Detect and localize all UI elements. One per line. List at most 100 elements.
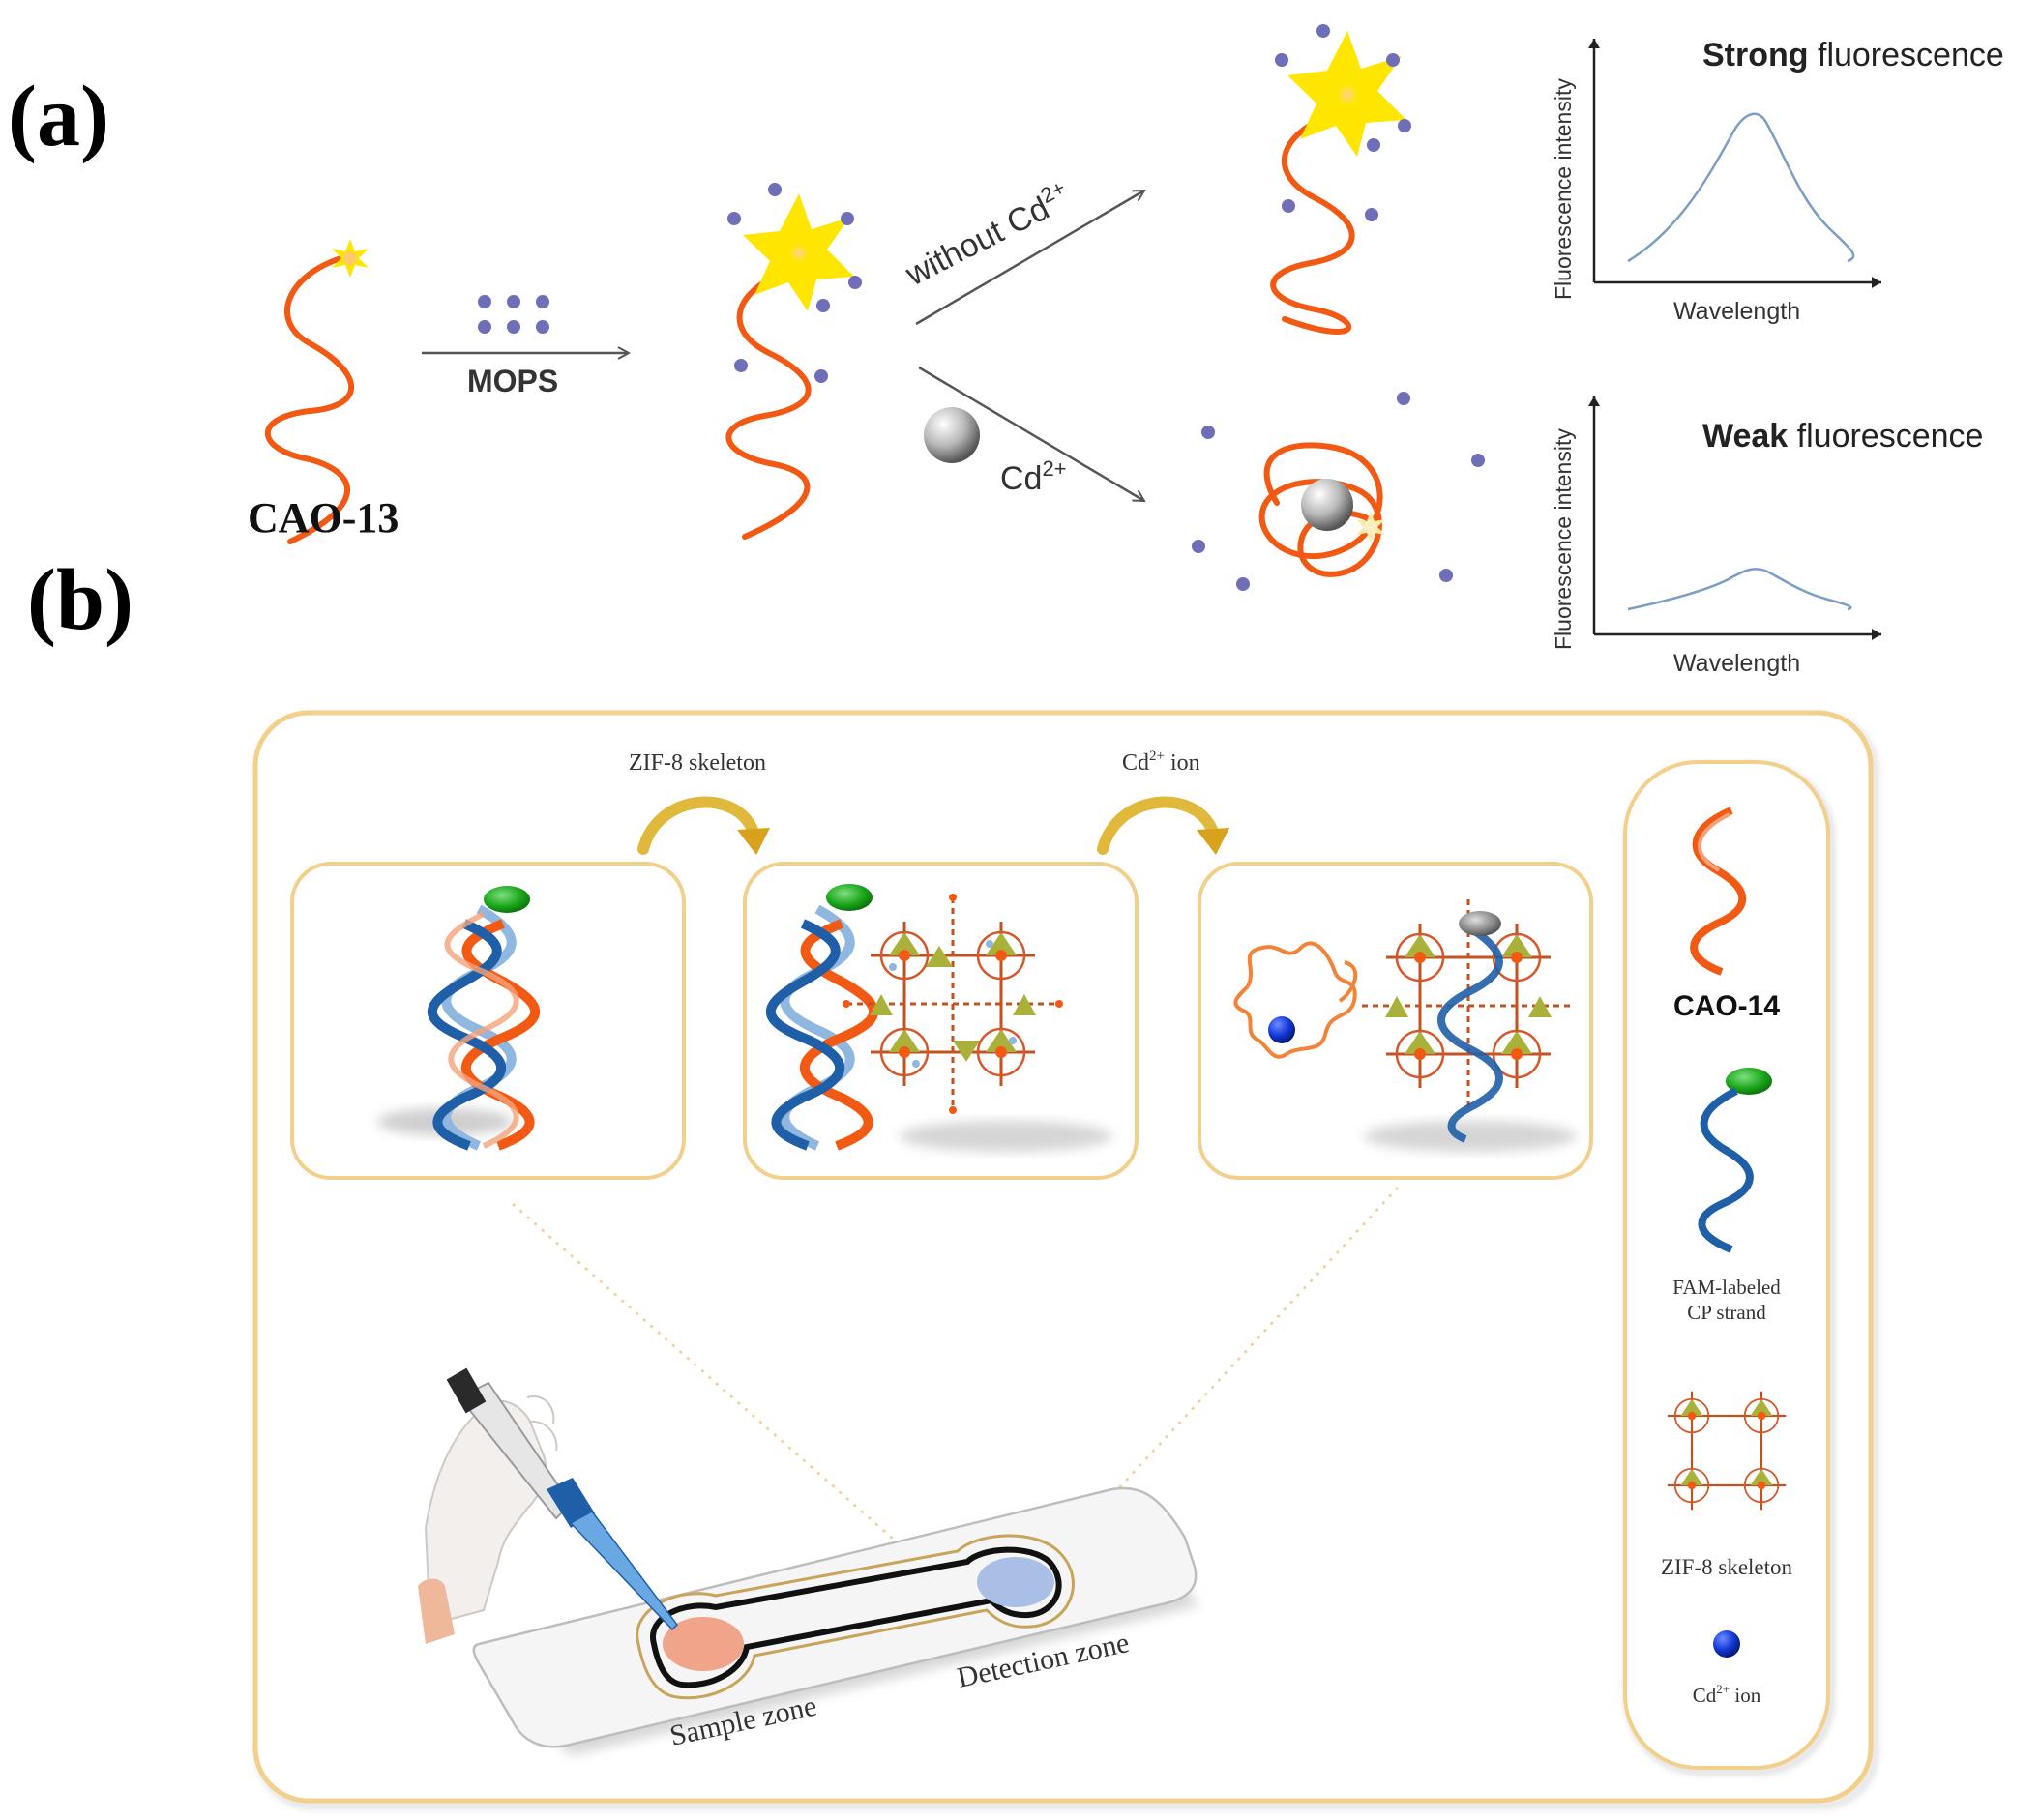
mops-dot <box>478 295 491 308</box>
step2-label: Cd2+ ion <box>1122 749 1200 776</box>
cd-ion-icon <box>1268 1016 1295 1043</box>
strong-result-probe <box>1270 24 1411 335</box>
arrow-up <box>915 189 1144 326</box>
legend-cd-label: Cd2+ ion <box>1693 1682 1761 1707</box>
legend-fam-label-1: FAM-labeled <box>1672 1276 1781 1299</box>
mops-dot <box>1201 426 1215 439</box>
folded-cao14-tail <box>1338 960 1358 1003</box>
mops-dot <box>1398 119 1411 132</box>
pipette-grip <box>547 1478 595 1528</box>
arrow-down <box>918 366 1144 503</box>
box-duplex-zif8 <box>743 862 1139 1180</box>
legend-fam-cp: FAM-labeled CP strand <box>1672 1068 1781 1324</box>
mops-dot <box>1365 208 1378 221</box>
box-duplex <box>290 862 686 1180</box>
mops-dot <box>1397 392 1410 405</box>
x-axis-label: Wavelength <box>1673 650 1800 677</box>
dna-strand-orange-light <box>444 911 519 1149</box>
channel-outer <box>636 1534 1075 1700</box>
sample-zone-well <box>663 1617 744 1671</box>
mops-dot <box>816 299 830 312</box>
panel-b: (b) ZIF-8 skeleton Cd2+ ion <box>27 552 1879 1810</box>
result-strand-strong <box>1270 111 1355 335</box>
box-cd-binding <box>1198 862 1593 1180</box>
zif8-framework-icon <box>843 894 1063 1114</box>
detection-zone-well <box>977 1557 1054 1607</box>
pipette-plunger <box>446 1367 487 1414</box>
strong-emission-curve <box>1627 112 1855 263</box>
fam-label-icon <box>484 886 530 913</box>
branch-without-cd: without Cd2+ <box>898 175 1144 326</box>
mops-dot <box>1316 24 1330 38</box>
step1-label: ZIF-8 skeleton <box>629 750 766 776</box>
mops-dot <box>478 320 491 334</box>
mops-dot <box>1275 53 1288 67</box>
fluorophore-star-icon <box>1287 31 1406 157</box>
mops-dot <box>1471 454 1485 467</box>
cd-ion-sphere-icon <box>1301 479 1353 531</box>
without-cd-label: without Cd2+ <box>898 175 1077 293</box>
cd-label: Cd2+ <box>1000 456 1067 497</box>
wrist <box>418 1578 455 1644</box>
mops-dot <box>1282 199 1295 213</box>
panel-a-label: (a) <box>8 69 109 164</box>
glove-fingers <box>526 1395 558 1452</box>
mops-dot <box>727 212 741 225</box>
pipette-icon <box>418 1367 678 1644</box>
mops-dot <box>848 276 862 289</box>
strong-fluorescence-plot: Strong fluorescence Fluorescence intensi… <box>1551 37 2004 325</box>
x-axis-label: Wavelength <box>1673 298 1800 325</box>
weak-fluorescence-plot: Weak fluorescence Fluorescence intensity… <box>1551 396 1983 677</box>
mops-dot <box>734 359 748 372</box>
mops-dot <box>1439 569 1453 582</box>
dna-strand-orange <box>460 919 540 1151</box>
y-axis-label: Fluorescence intensity <box>1551 428 1576 650</box>
mops-dot <box>768 183 782 196</box>
folded-strand <box>1258 442 1383 577</box>
mops-label: MOPS <box>467 364 558 398</box>
cd-ion-icon <box>1713 1630 1740 1658</box>
legend-zif8-label: ZIF-8 skeleton <box>1661 1555 1793 1579</box>
weak-title: Weak fluorescence <box>1702 418 1983 455</box>
fam-label-icon <box>826 884 873 911</box>
cao14-strand-icon <box>1690 807 1747 976</box>
legend-fam-label-2: CP strand <box>1687 1301 1766 1324</box>
quenched-fam-icon <box>1459 911 1501 936</box>
mops-dot <box>1192 540 1205 553</box>
panel-b-label: (b) <box>27 552 133 648</box>
mops-dot <box>814 369 828 383</box>
mops-dot <box>536 295 549 308</box>
mops-dot <box>536 320 549 334</box>
shadow <box>900 1121 1112 1152</box>
mops-dot <box>507 295 520 308</box>
mops-dot <box>1367 138 1380 152</box>
cao13-probe: CAO-13 <box>248 239 399 544</box>
dna-strand-orange <box>799 919 878 1151</box>
small-fluorophore-icon <box>332 239 369 278</box>
panel-a: (a) CAO-13 MOPS <box>8 24 2004 677</box>
legend-cao14-label: CAO-14 <box>1673 990 1780 1022</box>
middle-strand <box>725 268 812 540</box>
curved-arrow-icon <box>637 796 770 855</box>
paper-chip: Sample zone Detection zone <box>472 1486 1199 1755</box>
legend-frame <box>1623 760 1830 1770</box>
probe-with-fluorophore <box>725 183 862 540</box>
adsorbed-cp-strand <box>1437 925 1503 1143</box>
box-frame <box>290 862 686 1180</box>
cao13-strand <box>264 253 355 544</box>
shadow <box>1364 1121 1577 1152</box>
mops-dot <box>507 320 520 334</box>
strong-title: Strong fluorescence <box>1702 37 2004 73</box>
pipette-tip <box>569 1511 678 1631</box>
legend: CAO-14 FAM-labeled CP strand <box>1661 807 1793 1707</box>
quenched-fluorophore-icon <box>1356 512 1385 543</box>
y-axis-label: Fluorescence intensity <box>1551 78 1576 300</box>
zif8-framework-icon <box>1362 899 1575 1112</box>
channel-black <box>649 1546 1062 1688</box>
cd-ion-sphere-icon <box>924 407 980 463</box>
dna-strand-blue <box>766 919 845 1151</box>
fluorophore-star-icon <box>743 193 854 311</box>
mops-reagent: MOPS <box>422 295 629 398</box>
cao13-label: CAO-13 <box>248 494 399 542</box>
zif8-framework-icon <box>1667 1391 1787 1511</box>
